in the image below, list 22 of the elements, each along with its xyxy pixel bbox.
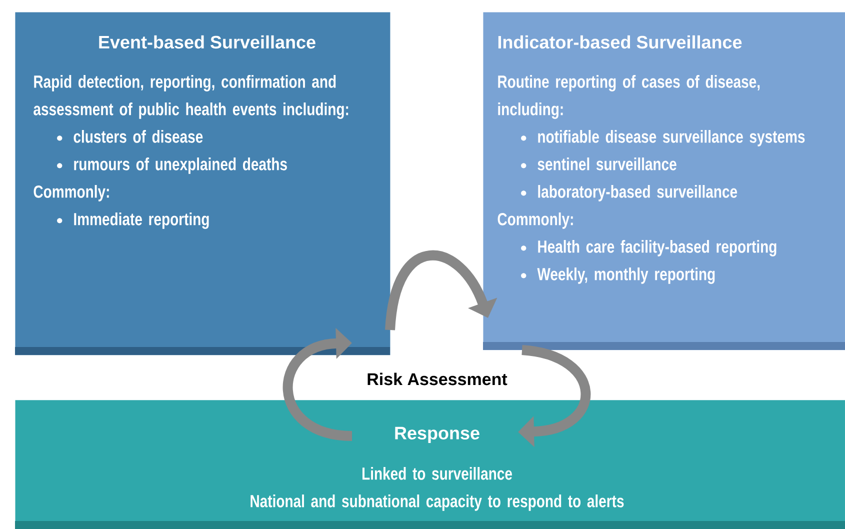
box-heading: Indicator-based Surveillance (498, 35, 742, 49)
bullet-item: Weekly, monthly reporting (521, 268, 715, 284)
bullet-item: notifiable disease surveillance systems (521, 130, 805, 146)
bullet-item: Immediate reporting (57, 212, 209, 229)
bullet-item: sentinel surveillance (521, 158, 676, 170)
body-text: Rapid detection, reporting, confirmation and assessment of public health events including: (34, 75, 348, 119)
box-heading: Response (395, 426, 480, 444)
body-text: Commonly: (34, 185, 109, 202)
info-box (15, 12, 390, 356)
bullet-item: laboratory-based surveillance (521, 185, 738, 202)
bullet-item: clusters of disease (57, 130, 203, 143)
body-text: National and subnational capacity to respond to alerts (250, 494, 624, 511)
center-label: Risk Assessment (368, 372, 508, 386)
info-box (483, 12, 845, 350)
curved-arrow (385, 250, 498, 331)
info-box (15, 400, 845, 529)
bullet-item: rumours of unexplained deaths (57, 158, 287, 174)
body-text: Routine reporting of cases of disease, including: (498, 75, 760, 119)
body-text: Linked to surveillance (362, 467, 512, 480)
bullet-item: Health care facility-based reporting (521, 240, 776, 256)
box-heading: Event-based Surveillance (99, 35, 316, 49)
body-text: Commonly: (498, 212, 573, 229)
